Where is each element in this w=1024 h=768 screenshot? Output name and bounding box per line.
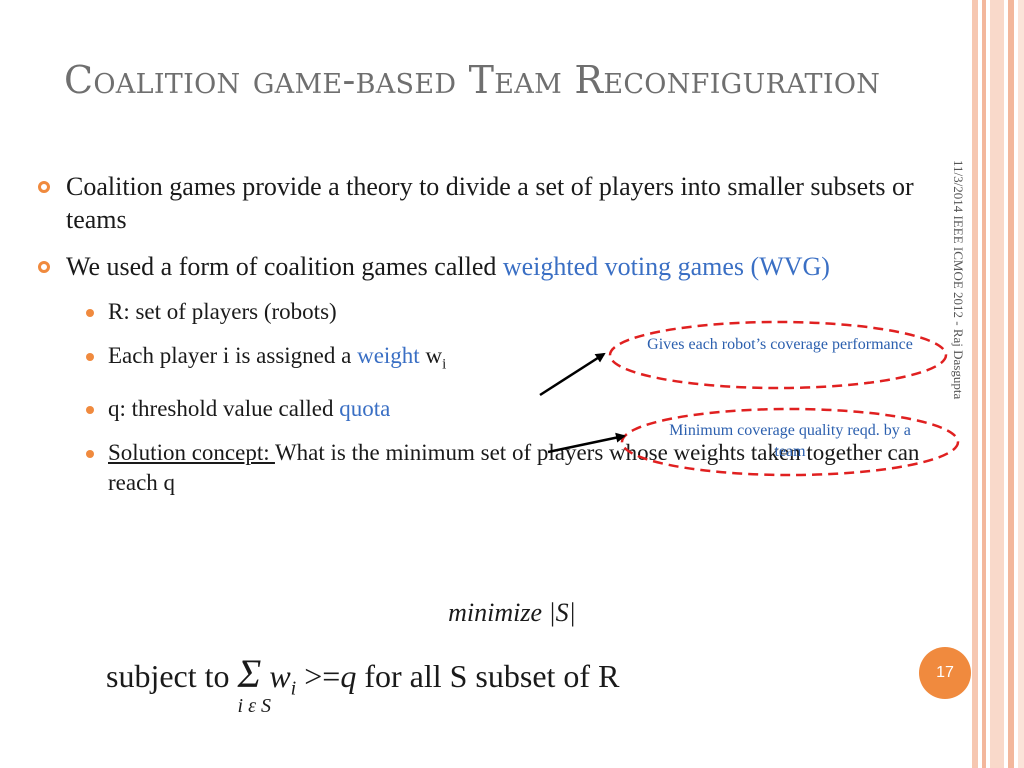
side-footer-text: 11/3/2014 IEEE ICMOE 2012 - Raj Dasgupta xyxy=(951,160,966,400)
solution-concept-label: Solution concept: xyxy=(108,439,275,465)
ring-bullet-icon xyxy=(38,261,50,273)
dot-bullet-icon xyxy=(86,449,94,458)
sub-bullet-text: Each player i is assigned a xyxy=(108,343,358,368)
wvg-highlight: weighted voting games (WVG) xyxy=(502,252,830,281)
bullet-text: We used a form of coalition games called xyxy=(66,252,503,281)
weight-highlight: weight xyxy=(357,343,420,368)
sigma-glyph: Σ xyxy=(237,651,262,696)
sub-bullet-quota: q: threshold value called quota xyxy=(36,394,946,424)
dot-bullet-icon xyxy=(86,405,94,414)
callout-weight-text: Gives each robot’s coverage performance xyxy=(647,336,913,353)
sub-bullet-weight: Each player i is assigned a weight wi xyxy=(36,341,946,380)
weight-symbol: w xyxy=(419,343,443,368)
formula-tail: for all S subset of R xyxy=(356,658,620,694)
formula-q: q xyxy=(340,658,357,694)
bullet-wvg: We used a form of coalition games called… xyxy=(36,250,946,283)
dot-bullet-icon xyxy=(86,309,94,317)
bullet-text: Coalition games provide a theory to divi… xyxy=(66,172,914,234)
formula-w-subscript: i xyxy=(290,677,297,700)
side-footer: 11/3/2014 IEEE ICMOE 2012 - Raj Dasgupta xyxy=(950,160,974,500)
decorative-stripes xyxy=(972,0,1024,768)
callout-quota-text: Minimum coverage quality reqd. by a team xyxy=(669,422,911,460)
dot-bullet-icon xyxy=(86,353,94,361)
ring-bullet-icon xyxy=(38,181,50,193)
page-number-badge: 17 xyxy=(919,647,971,699)
sub-bullet-text: R: set of players (robots) xyxy=(108,299,337,324)
sub-bullet-players: R: set of players (robots) xyxy=(36,297,946,327)
slide-title: Coalition game-based Team Reconfiguratio… xyxy=(64,58,881,102)
weight-subscript: i xyxy=(442,356,447,373)
quota-highlight: quota xyxy=(339,395,391,421)
bullet-coalition-games: Coalition games provide a theory to divi… xyxy=(36,170,946,236)
formula-objective: minimize |S| xyxy=(448,598,576,627)
sub-bullet-text: q: threshold value called xyxy=(108,395,340,421)
formula-relation: >= xyxy=(296,658,341,694)
formula-w: w xyxy=(261,658,291,694)
formula-subject-to: subject to xyxy=(106,658,238,694)
sigma-index: i ε S xyxy=(237,695,271,717)
